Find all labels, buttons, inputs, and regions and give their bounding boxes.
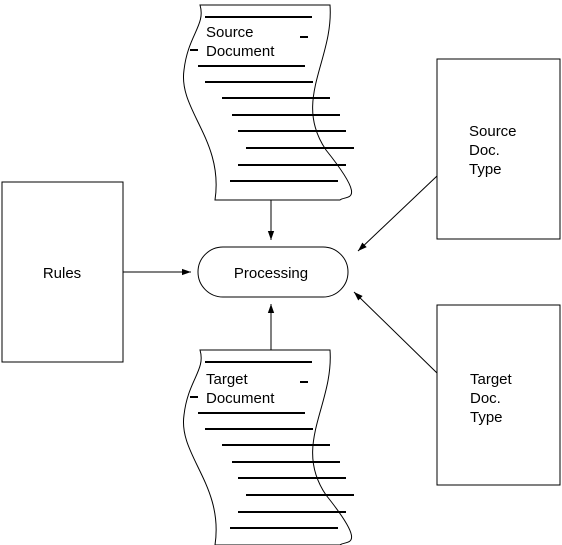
target-doc-type-box — [436, 304, 561, 486]
target-doc-type-node: Target Doc. Type — [436, 304, 561, 486]
source-doc-type-node: Source Doc. Type — [436, 58, 561, 240]
rules-label: Rules — [43, 265, 81, 282]
target-doc-type-line3: Type — [470, 409, 503, 426]
source-document-node: Source Document — [182, 4, 354, 201]
rules-box — [1, 181, 124, 363]
processing-node: Processing — [197, 246, 349, 298]
processing-label: Processing — [234, 265, 308, 282]
target-document-line1: Target — [206, 371, 249, 388]
arrow-target-doc-type-to-processing — [353, 291, 438, 374]
target-document-shape — [182, 349, 353, 545]
source-doc-type-line2: Doc. — [469, 142, 500, 159]
source-document-shape — [182, 4, 353, 201]
source-doc-type-line1: Source — [469, 123, 517, 140]
source-document-line1: Source — [206, 24, 254, 41]
source-document-line2: Document — [206, 43, 275, 60]
source-doc-type-line3: Type — [469, 161, 502, 178]
target-document-line2: Document — [206, 390, 275, 407]
source-document-lines — [190, 16, 354, 182]
processing-shape — [197, 246, 349, 298]
rules-node: Rules — [1, 181, 124, 363]
source-doc-type-box — [436, 58, 561, 240]
arrow-source-doc-type-to-processing — [357, 175, 438, 252]
target-document-node: Target Document — [182, 349, 354, 545]
target-doc-type-line1: Target — [470, 371, 513, 388]
target-document-lines — [190, 361, 354, 529]
target-doc-type-line2: Doc. — [470, 390, 501, 407]
